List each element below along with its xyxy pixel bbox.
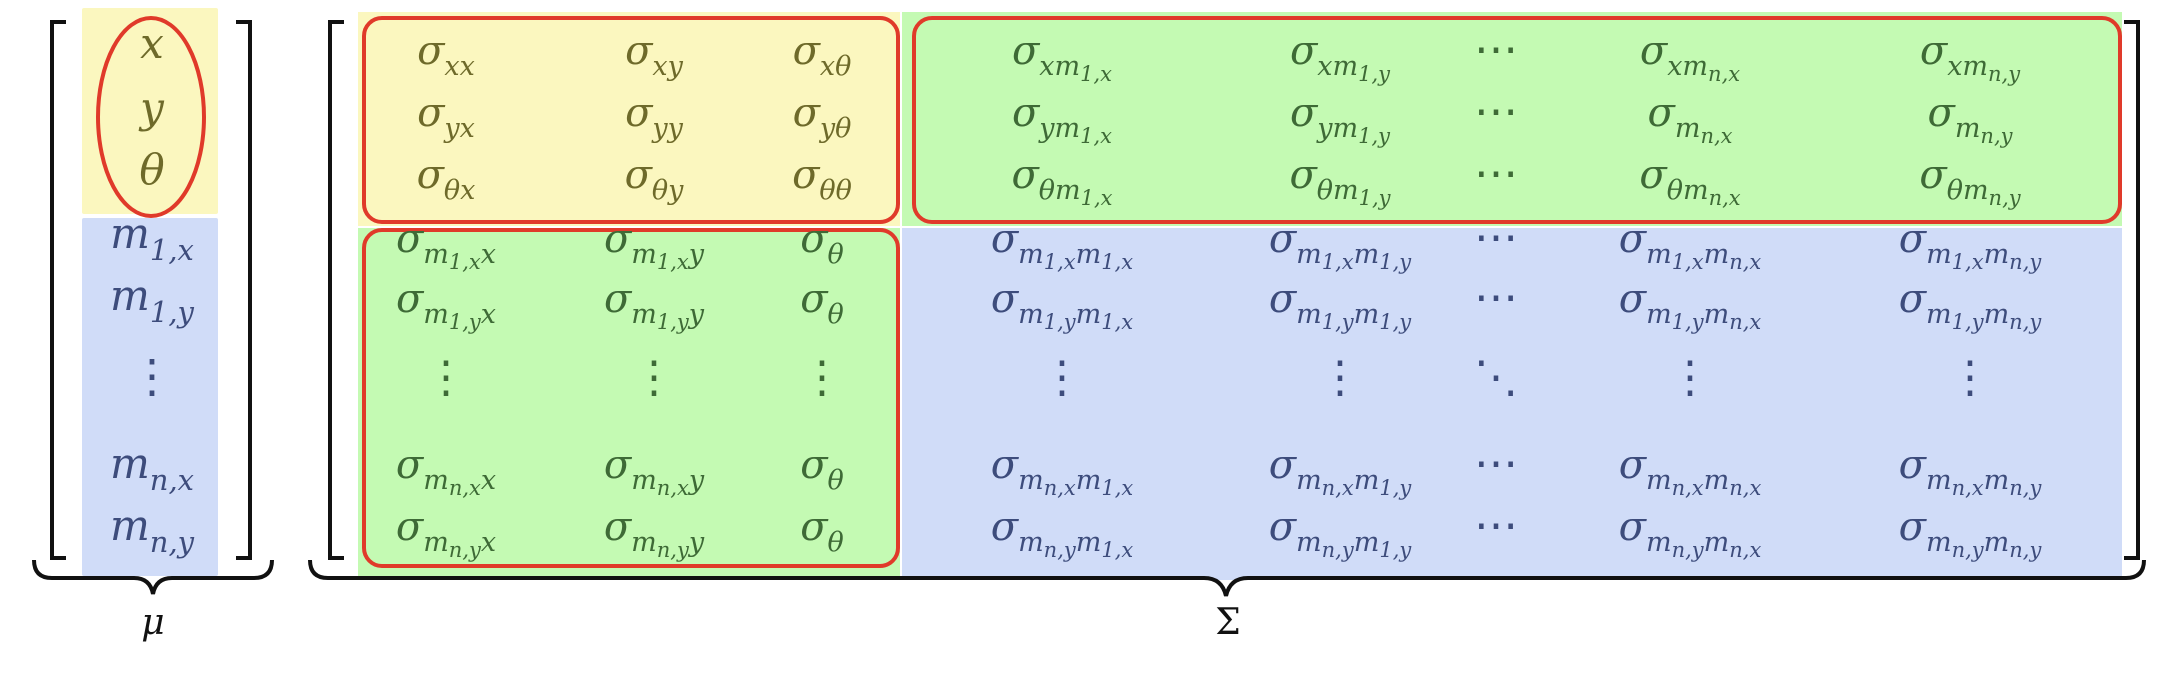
sigma-entry: σxθ <box>793 28 852 82</box>
sigma-entry: ⋯ <box>1474 438 1518 489</box>
sigma-entry: σmn,ym1,y <box>1269 504 1413 562</box>
sigma-landmark-landmark-region <box>902 228 2122 580</box>
sigma-entry: σθθ <box>792 152 852 206</box>
mu-pose-highlight <box>96 16 206 218</box>
sigma-entry: σθm1,x <box>1011 152 1112 210</box>
sigma-entry: σmn,yy <box>604 504 705 562</box>
sigma-entry: σm1,ymn,y <box>1899 276 2043 334</box>
sigma-entry: σθmn,x <box>1639 152 1740 210</box>
sigma-entry: σθ <box>800 442 844 496</box>
sigma-entry: ⋱ <box>1474 352 1518 403</box>
mu-left-bracket <box>50 20 66 560</box>
sigma-entry: σθmn,y <box>1919 152 2021 210</box>
sigma-entry: σyy <box>625 90 684 144</box>
sigma-entry: σm1,xmn,y <box>1899 216 2043 274</box>
sigma-entry: σm1,xmn,x <box>1619 216 1762 274</box>
mu-entry: m1,y <box>110 271 194 329</box>
sigma-pose-landmark-region <box>902 12 2122 226</box>
mu-entry: θ <box>139 145 164 194</box>
sigma-entry: σym1,x <box>1012 90 1112 148</box>
sigma-entry: ⋮ <box>1318 352 1362 403</box>
sigma-entry: σθ <box>800 276 844 330</box>
sigma-pose-pose-region <box>358 12 900 226</box>
mu-entry: y <box>138 83 165 132</box>
sigma-entry: σyx <box>417 90 475 144</box>
sigma-entry: σθm1,y <box>1289 152 1391 210</box>
sigma-entry: σmn,ym1,x <box>991 504 1134 562</box>
sigma-entry: σmn,ymn,x <box>1619 504 1762 562</box>
sigma-entry: ⋮ <box>1668 352 1712 403</box>
sigma-entry: σyθ <box>793 90 852 144</box>
sigma-entry: ⋯ <box>1474 24 1518 75</box>
sigma-entry: ⋮ <box>1948 352 1992 403</box>
sigma-entry: σθx <box>417 152 476 206</box>
sigma-entry: ⋮ <box>1040 352 1084 403</box>
sigma-entry: σxm1,x <box>1012 28 1112 86</box>
sigma-entry: σθy <box>625 152 685 206</box>
mu-entry: mn,y <box>110 501 195 559</box>
sigma-entry: σym1,y <box>1290 90 1391 148</box>
sigma-entry: σmn,xmn,y <box>1899 442 2043 500</box>
sigma-entry: σmn,xm1,x <box>991 442 1134 500</box>
sigma-entry: ⋯ <box>1474 272 1518 323</box>
sigma-entry: σm1,ymn,x <box>1619 276 1762 334</box>
sigma-entry: ⋯ <box>1474 148 1518 199</box>
mu-pose-region <box>82 8 218 214</box>
sigma-entry: σm1,ym1,x <box>991 276 1133 334</box>
landmark-pose-highlight <box>362 228 900 568</box>
sigma-entry: σmn,xm1,y <box>1269 442 1413 500</box>
sigma-entry: σm1,yy <box>604 276 705 334</box>
sigma-entry: σmn,y <box>1928 90 2014 148</box>
sigma-entry: σxmn,x <box>1640 28 1740 86</box>
sigma-landmark-pose-region <box>358 228 900 580</box>
sigma-entry: σm1,yx <box>396 276 496 334</box>
mu-label: μ <box>141 602 164 643</box>
sigma-entry: σmn,xy <box>604 442 705 500</box>
sigma-entry: σmn,ymn,y <box>1899 504 2043 562</box>
sigma-entry: ⋯ <box>1474 86 1518 137</box>
pose-landmark-highlight <box>912 16 2122 224</box>
sigma-right-bracket <box>2124 20 2140 560</box>
sigma-entry: σm1,xm1,x <box>991 216 1133 274</box>
sigma-entry: σm1,xx <box>396 216 496 274</box>
sigma-left-bracket <box>328 20 344 560</box>
sigma-entry: σθ <box>800 216 844 270</box>
sigma-entry: σmn,xmn,x <box>1619 442 1762 500</box>
mu-entry: mn,x <box>110 439 194 497</box>
sigma-entry: σxy <box>625 28 684 82</box>
sigma-entry: ⋮ <box>632 352 676 403</box>
mu-entry: m1,x <box>110 209 194 267</box>
pose-pose-highlight <box>362 16 900 224</box>
mu-right-bracket <box>236 20 252 560</box>
mu-entry: ⋮ <box>129 349 175 403</box>
sigma-entry: ⋮ <box>800 352 844 403</box>
sigma-entry: σm1,xy <box>604 216 705 274</box>
sigma-entry: σm1,xm1,y <box>1269 216 1412 274</box>
sigma-entry: σθ <box>800 504 844 558</box>
sigma-entry: σxx <box>417 28 475 82</box>
sigma-entry: σm1,ym1,y <box>1269 276 1412 334</box>
sigma-entry: σmn,x <box>1648 90 1733 148</box>
mu-entry: x <box>140 19 164 68</box>
sigma-entry: ⋮ <box>424 352 468 403</box>
mu-underbrace <box>32 559 274 595</box>
sigma-entry: ⋯ <box>1474 500 1518 551</box>
sigma-entry: σxm1,y <box>1290 28 1391 86</box>
sigma-label: Σ <box>1215 602 1240 643</box>
sigma-entry: σxmn,y <box>1920 28 2021 86</box>
mu-landmark-region <box>82 218 218 576</box>
sigma-entry: ⋯ <box>1474 212 1518 263</box>
sigma-entry: σmn,xx <box>396 442 496 500</box>
sigma-entry: σmn,yx <box>396 504 496 562</box>
sigma-underbrace <box>308 559 2146 597</box>
